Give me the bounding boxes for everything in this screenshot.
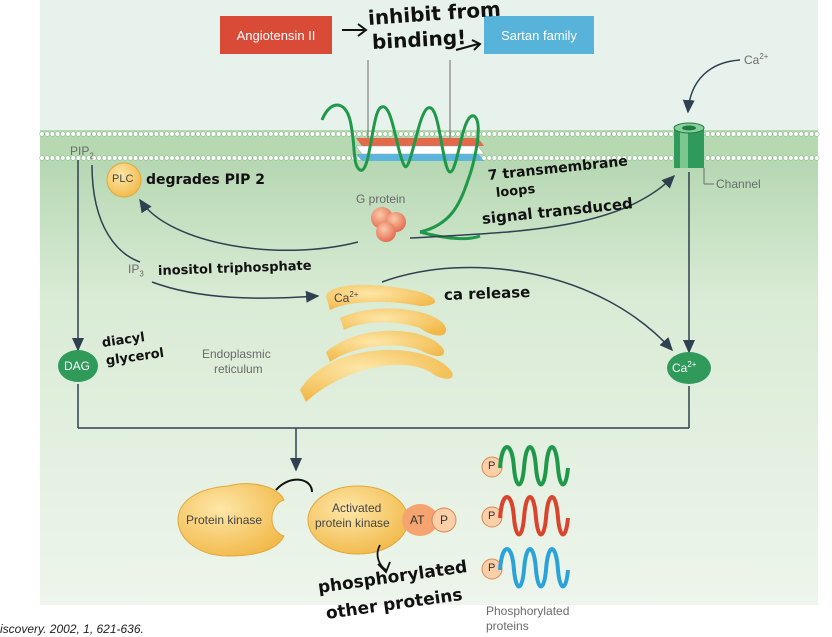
arrow-er-to-ca xyxy=(381,266,674,352)
phospho-p-2: P xyxy=(488,510,496,522)
atp-blob xyxy=(402,504,438,536)
activated-kinase-label-2: protein kinase xyxy=(315,516,390,530)
dag-label: DAG xyxy=(64,359,91,373)
angiotensin-box: Angiotensin II xyxy=(220,16,332,54)
pip2-label: PIP2 xyxy=(70,144,94,161)
g-protein-link xyxy=(419,230,481,241)
plc-label: PLC xyxy=(112,173,134,185)
ca-er-label: Ca2+ xyxy=(334,290,359,305)
citation: iscovery. 2002, 1, 621-636. xyxy=(0,622,144,636)
atp-p-circle xyxy=(431,507,457,533)
ca-outside-label: Ca2+ xyxy=(744,52,769,67)
arrow-pip-to-ip3 xyxy=(91,164,141,263)
channel-label: Channel xyxy=(716,177,761,191)
ip3-label: IP3 xyxy=(128,262,144,279)
ca-right-label: Ca2+ xyxy=(672,360,697,375)
receptor-blocks xyxy=(355,138,485,161)
atp-label: AT xyxy=(410,513,425,527)
hand-arrow-down xyxy=(376,544,391,574)
phospho-p-1: P xyxy=(488,460,496,472)
atp-p-label: P xyxy=(440,513,449,527)
endoplasmic-reticulum xyxy=(300,284,453,402)
arrow-gprotein-to-channel xyxy=(409,174,676,239)
phospho-label-1: Phosphorylated xyxy=(486,604,570,618)
arrow-gprotein-to-plc xyxy=(139,198,359,251)
phospho-p-3: P xyxy=(488,562,496,574)
er-label-2: reticulum xyxy=(214,362,263,376)
er-label-1: Endoplasmic xyxy=(202,347,271,361)
annotation-inhibit-2: binding! xyxy=(371,25,467,54)
annotation-degrades: degrades PIP 2 xyxy=(146,172,265,188)
activated-kinase-label-1: Activated xyxy=(332,501,382,515)
arrow-ca-into-channel xyxy=(682,59,741,114)
g-protein-label: G protein xyxy=(356,192,406,206)
dag-blob xyxy=(58,350,98,382)
g-protein xyxy=(371,207,406,242)
hand-arrow-inhibit xyxy=(342,23,368,37)
annotation-ca-release: ca release xyxy=(443,282,531,304)
hand-arrow-binding xyxy=(455,39,482,51)
calcium-channel xyxy=(673,122,714,185)
arrow-ip3-to-er xyxy=(151,281,320,303)
ca-blob-right xyxy=(667,352,711,384)
phospho-label-2: proteins xyxy=(486,619,529,633)
hand-arrow-kinase xyxy=(275,478,313,493)
sartan-box: Sartan family xyxy=(484,16,594,54)
receptor-helix xyxy=(320,103,480,234)
phosphorylated-proteins xyxy=(481,445,570,589)
protein-kinase xyxy=(177,483,285,557)
protein-kinase-label: Protein kinase xyxy=(186,513,263,527)
plc-enzyme xyxy=(106,162,142,198)
